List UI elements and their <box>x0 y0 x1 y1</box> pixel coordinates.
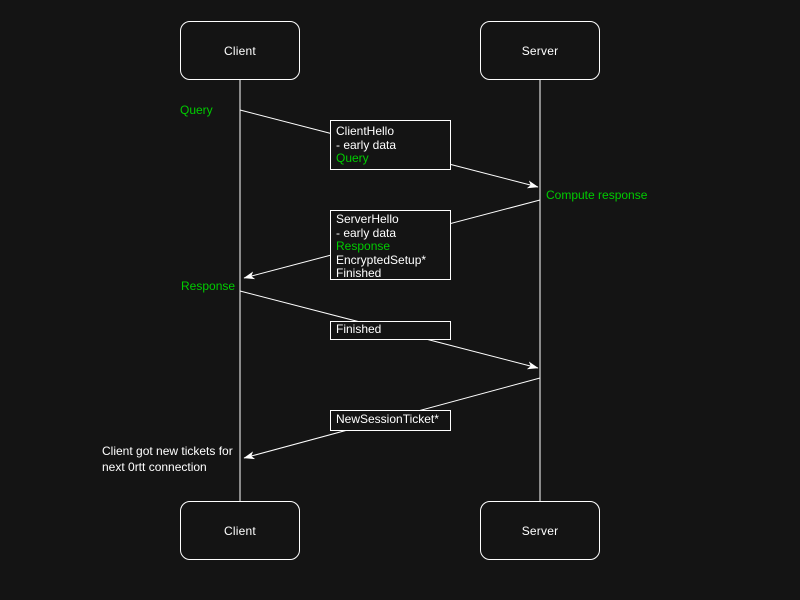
message-line: - early data <box>336 137 397 152</box>
message-line: ServerHello <box>336 212 399 226</box>
actor-server-top: Server <box>480 21 600 80</box>
message-new-session-ticket: NewSessionTicket* <box>330 410 451 431</box>
actor-server-bottom: Server <box>480 501 600 560</box>
message-line: Finished <box>336 322 382 336</box>
actor-client-bottom: Client <box>180 501 300 560</box>
note-line-2: next 0rtt connection <box>102 459 207 474</box>
message-line: NewSessionTicket* <box>336 412 439 426</box>
actor-client-top: Client <box>180 21 300 80</box>
label-query: Query <box>180 103 213 117</box>
label-response: Response <box>181 279 236 293</box>
message-line: EncryptedSetup* <box>336 252 427 267</box>
actor-client-top-label: Client <box>224 43 256 58</box>
message-line: - early data <box>336 225 397 240</box>
label-compute-response: Compute response <box>546 188 648 202</box>
note-new-tickets: Client got new tickets for next 0rtt con… <box>102 444 233 475</box>
message-line: ClientHello <box>336 124 395 138</box>
actor-client-bottom-label: Client <box>224 523 256 538</box>
actor-server-bottom-label: Server <box>521 523 559 538</box>
message-server-hello: ServerHello - early data Response Encryp… <box>330 210 451 280</box>
message-line: Response <box>336 239 391 254</box>
message-finished: Finished <box>330 321 451 340</box>
message-line: Query <box>336 151 369 166</box>
note-line-1: Client got new tickets for <box>102 444 233 458</box>
actor-server-top-label: Server <box>521 43 559 58</box>
message-client-hello: ClientHello - early data Query <box>330 120 451 170</box>
message-line: Finished <box>336 266 382 281</box>
